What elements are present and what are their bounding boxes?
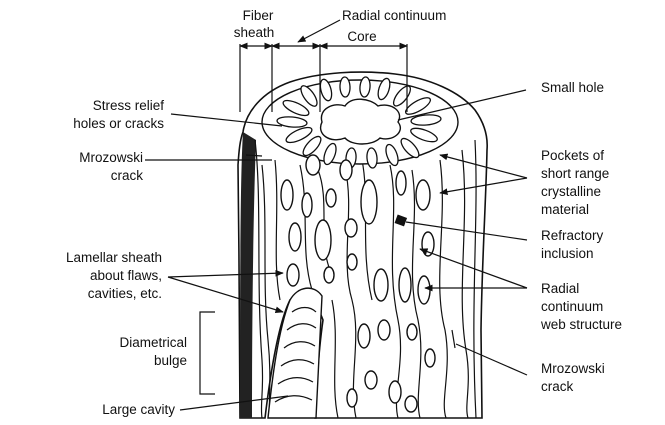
- top-labels: Fiber sheath Radial continuum Core: [234, 8, 447, 44]
- label-pockets-3: crystalline: [541, 184, 601, 199]
- label-diametrical-2: bulge: [154, 353, 187, 368]
- label-refractory-2: inclusion: [541, 246, 594, 261]
- label-stress-relief-2: holes or cracks: [73, 116, 164, 131]
- label-radial-web-2: continuum: [541, 299, 603, 314]
- label-mrozowski-right-1: Mrozowski: [541, 361, 605, 376]
- label-lamellar-3: cavities, etc.: [88, 286, 162, 301]
- label-large-cavity: Large cavity: [102, 402, 175, 417]
- label-lamellar-2: about flaws,: [90, 268, 162, 283]
- label-lamellar-1: Lamellar sheath: [66, 250, 162, 265]
- label-stress-relief-1: Stress relief: [93, 98, 165, 113]
- central-hole: [321, 99, 401, 144]
- label-refractory-1: Refractory: [541, 228, 604, 243]
- label-pockets-1: Pockets of: [541, 148, 604, 163]
- label-fiber-sheath-1: Fiber: [243, 8, 274, 23]
- left-labels: Stress relief holes or cracks Mrozowski …: [66, 98, 187, 417]
- label-mrozowski-right-2: crack: [541, 379, 574, 394]
- label-core: Core: [347, 29, 376, 44]
- label-pockets-2: short range: [541, 166, 609, 181]
- fiber-body: [238, 72, 487, 418]
- right-labels: Small hole Pockets of short range crysta…: [540, 80, 622, 394]
- label-radial-web-1: Radial: [541, 281, 579, 296]
- label-diametrical-1: Diametrical: [119, 335, 187, 350]
- label-radial-continuum: Radial continuum: [342, 8, 446, 23]
- label-radial-web-3: web structure: [540, 317, 622, 332]
- label-mrozowski-left-2: crack: [111, 168, 144, 183]
- label-pockets-4: material: [541, 202, 589, 217]
- label-mrozowski-left-1: Mrozowski: [79, 150, 143, 165]
- label-fiber-sheath-2: sheath: [234, 25, 275, 40]
- label-small-hole: Small hole: [541, 80, 604, 95]
